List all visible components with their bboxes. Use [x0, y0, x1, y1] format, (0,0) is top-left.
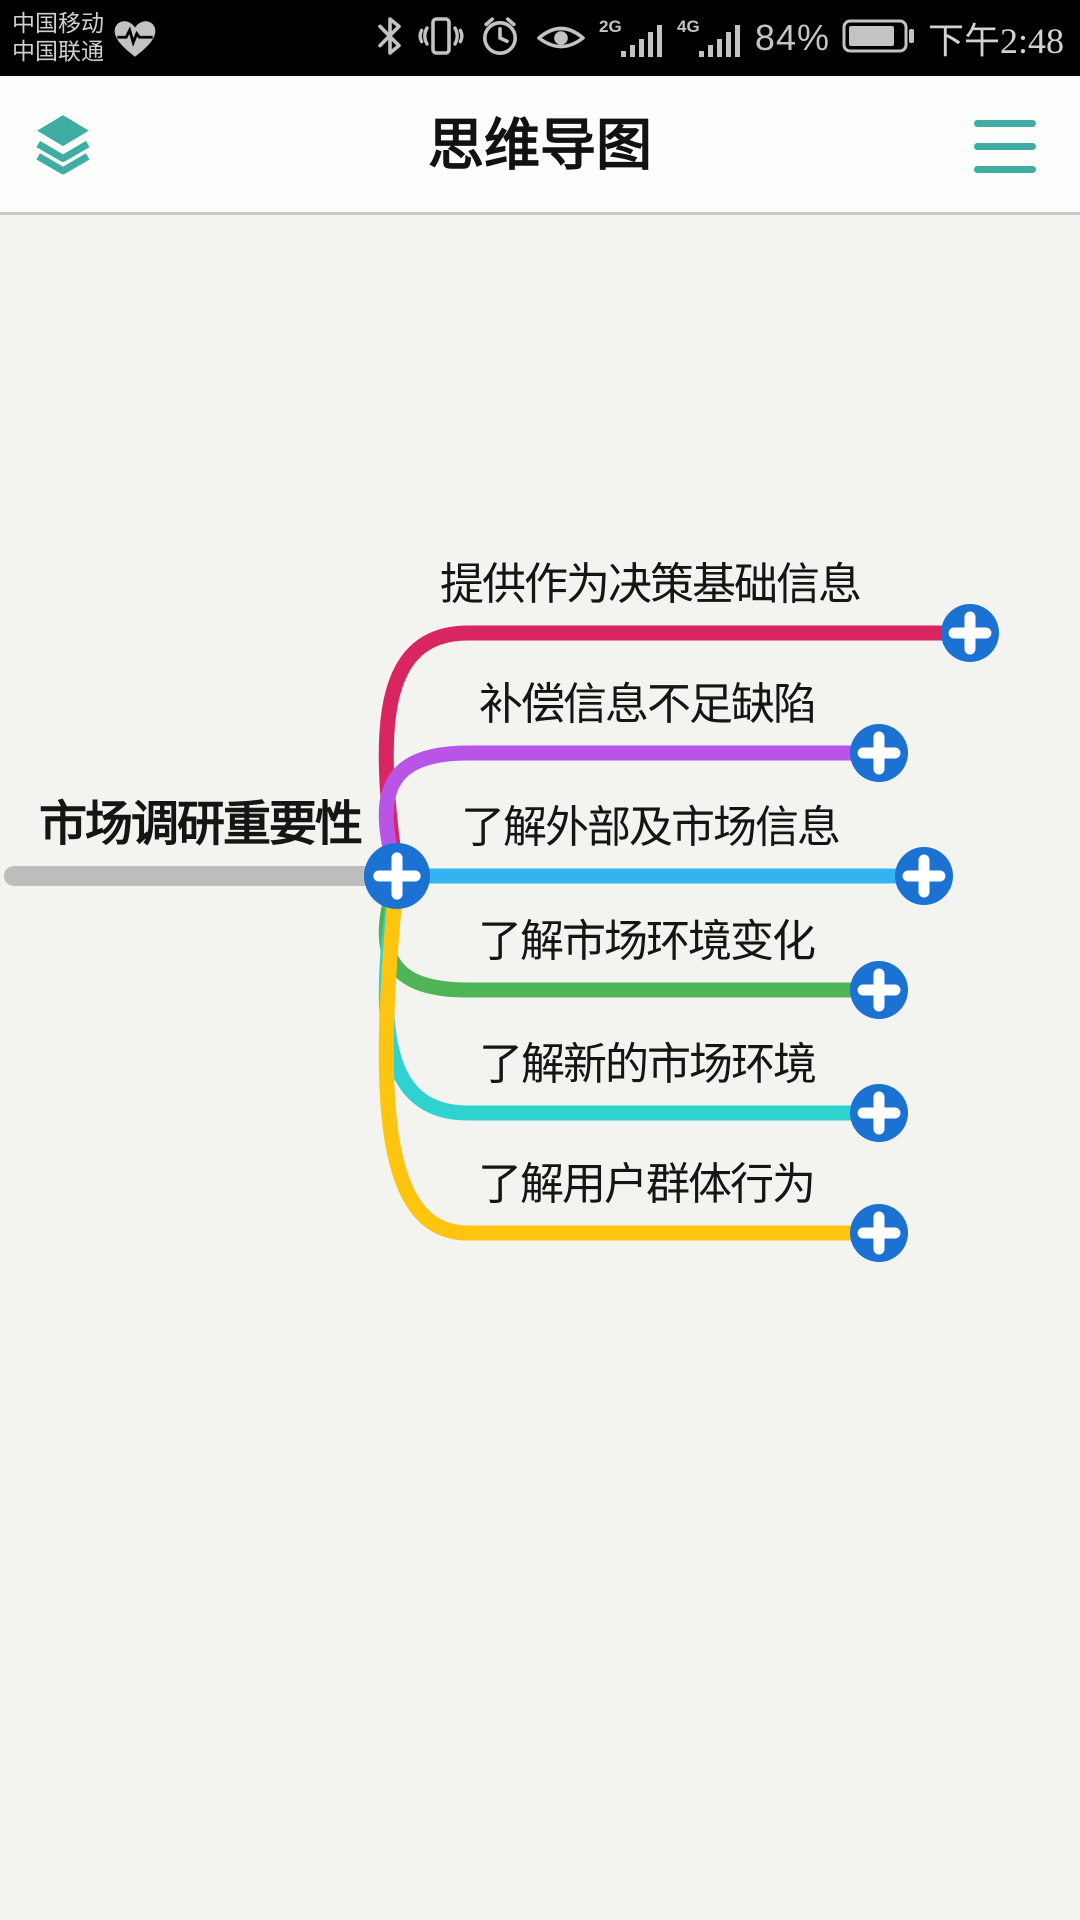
carrier-names: 中国移动 中国联通 [12, 10, 104, 66]
battery-icon [842, 14, 916, 63]
add-child-node-button[interactable] [850, 961, 908, 1019]
mindmap-area: 市场调研重要性 提供作为决策基础信息 补偿信息不足缺陷 了解外部及市场信息 了解… [0, 215, 1080, 1920]
app-header: 思维导图 [0, 76, 1080, 215]
vibrate-icon [417, 14, 465, 63]
heart-pulse-icon [112, 17, 158, 66]
branch-node-label[interactable]: 了解新的市场环境 [479, 1040, 817, 1089]
branch-node-label[interactable]: 补偿信息不足缺陷 [479, 680, 817, 729]
root-node-label[interactable]: 市场调研重要性 [38, 798, 363, 851]
add-child-node-button[interactable] [895, 847, 953, 905]
add-child-node-button[interactable] [850, 724, 908, 782]
carrier-secondary: 中国联通 [12, 39, 104, 64]
carrier-primary: 中国移动 [12, 11, 104, 36]
alarm-clock-icon [477, 14, 523, 63]
branch-node-label[interactable]: 了解用户群体行为 [478, 1160, 816, 1209]
bluetooth-icon [375, 14, 405, 63]
branch-node-label[interactable]: 了解外部及市场信息 [461, 803, 841, 852]
status-bar: 中国移动 中国联通 [0, 0, 1080, 76]
mindmap-canvas [4, 604, 999, 1262]
layers-icon[interactable] [30, 110, 96, 183]
svg-text:2G: 2G [599, 17, 622, 36]
branch-line [378, 868, 887, 1241]
signal-4g-icon: 4G [677, 14, 743, 62]
battery-percent: 84% [754, 17, 830, 58]
svg-text:4G: 4G [677, 17, 700, 36]
add-child-node-button[interactable] [941, 604, 999, 662]
add-child-node-button[interactable] [850, 1204, 908, 1262]
hamburger-menu-icon[interactable] [974, 120, 1036, 173]
branch-node-label[interactable]: 提供作为决策基础信息 [440, 560, 862, 609]
page-title: 思维导图 [428, 115, 652, 178]
root-add-node-button[interactable] [364, 843, 430, 909]
signal-2g-icon: 2G [599, 14, 665, 62]
eye-icon [535, 14, 587, 63]
add-child-node-button[interactable] [850, 1084, 908, 1142]
status-time: 下午2:48 [927, 21, 1064, 61]
branch-node-label[interactable]: 了解市场环境变化 [478, 917, 816, 966]
